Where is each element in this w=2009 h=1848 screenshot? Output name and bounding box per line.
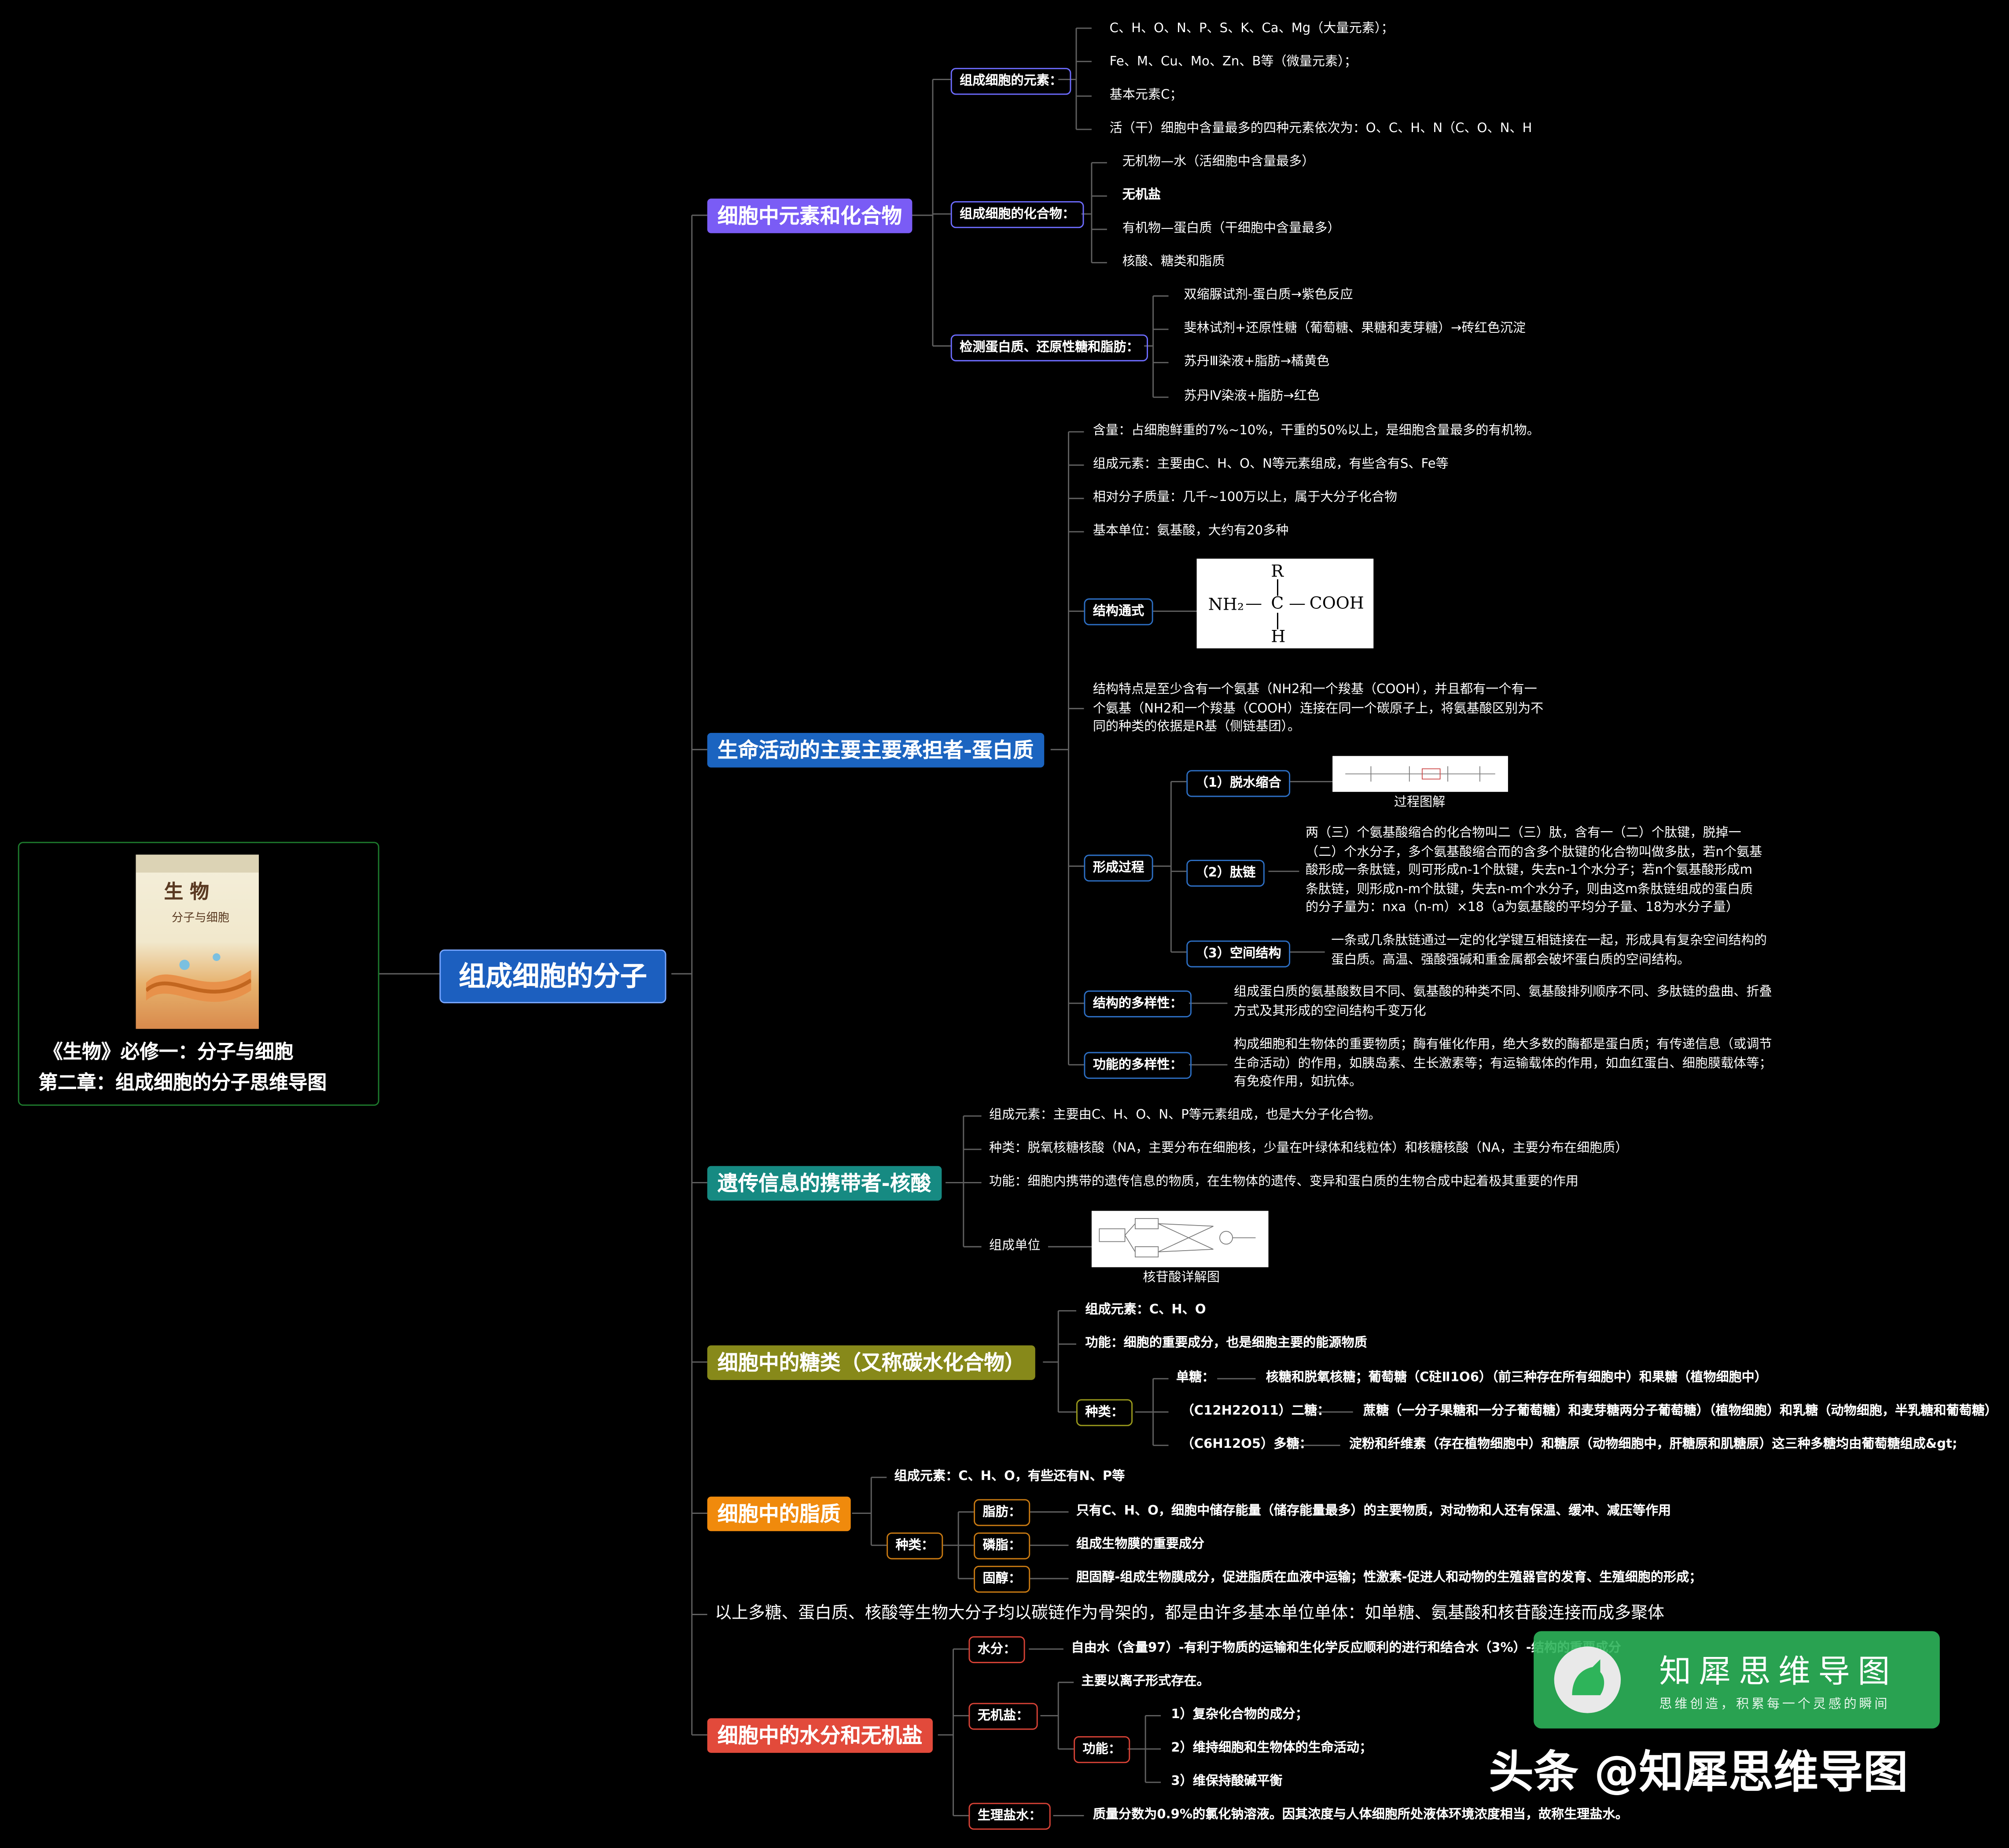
nucleic-item: 种类：脱氧核糖核酸（NA，主要分布在细胞核，少量在叶绿体和线粒体）和核糖核酸（N…: [989, 1141, 1628, 1156]
structure-formula-label[interactable]: 结构通式: [1084, 598, 1153, 626]
branch-lipids[interactable]: 细胞中的脂质: [707, 1496, 851, 1531]
elements-label[interactable]: 组成细胞的元素：: [950, 68, 1071, 95]
element-item: C、H、O、N、P、S、K、Ca、Mg（大量元素）；: [1109, 22, 1394, 36]
protein-item: 含量：占细胞鲜重的7%~10%，干重的50%以上，是细胞含量最多的有机物。: [1093, 424, 1540, 438]
peptide-text: 两（三）个氨基酸缩合的化合物叫二（三）肽，含有一（二）个肽键，脱掉一（二）个水分…: [1306, 826, 1762, 915]
structure-feature-text: 结构特点是至少含有一个氨基（NH2和一个羧基（COOH），并且都有一个有一个氨基…: [1093, 683, 1544, 734]
phospholipid-label[interactable]: 磷脂：: [974, 1532, 1030, 1560]
book-cover-image: 生 物 分子与细胞: [136, 854, 259, 1029]
sugar-function: 功能：细胞的重要成分，也是细胞主要的能源物质: [1085, 1336, 1367, 1351]
detect-label[interactable]: 检测蛋白质、还原性糖和脂肪：: [950, 334, 1148, 361]
salt-function-item: 3）维保持酸碱平衡: [1171, 1774, 1283, 1789]
salt-function-label[interactable]: 功能：: [1074, 1736, 1130, 1763]
compound-item: 核酸、糖类和脂质: [1122, 255, 1225, 269]
watermark-brand: 知犀思维导图: [1659, 1653, 1898, 1690]
peptide-label[interactable]: （2）肽链: [1186, 860, 1265, 887]
branch-nucleic-acid[interactable]: 遗传信息的携带者-核酸: [707, 1166, 942, 1201]
nucleic-item: 功能：细胞内携带的遗传信息的物质，在生物体的遗传、变异和蛋白质的生物合成中起着极…: [989, 1175, 1578, 1189]
salt-function-item: 1）复杂化合物的成分；: [1171, 1708, 1308, 1722]
book-cover-subtitle: 分子与细胞: [172, 912, 230, 925]
function-diversity-label[interactable]: 功能的多样性：: [1084, 1052, 1192, 1079]
formula-h: H: [1271, 628, 1286, 647]
branch-protein[interactable]: 生命活动的主要主要承担者-蛋白质: [707, 733, 1044, 768]
lipid-kind-label[interactable]: 种类：: [887, 1532, 943, 1560]
saline-label[interactable]: 生理盐水：: [968, 1803, 1051, 1830]
sugar-kind-label[interactable]: 种类：: [1076, 1399, 1133, 1426]
dehydration-process-image: [1332, 756, 1508, 792]
diversity-label[interactable]: 结构的多样性：: [1084, 990, 1192, 1018]
book-card: [18, 842, 379, 1106]
compound-item: 无机物—水（活细胞中含量最多）: [1122, 155, 1315, 169]
sterol-text: 胆固醇-组成生物膜成分，促进脂质在血液中运输；性激素-促进人和动物的生殖器官的发…: [1076, 1571, 1702, 1585]
element-item: 基本元素C；: [1109, 88, 1183, 103]
footer-watermark: 头条 @知犀思维导图: [1489, 1748, 1908, 1799]
fat-label[interactable]: 脂肪：: [974, 1499, 1030, 1526]
compound-item: 有机物—蛋白质（干细胞中含量最多）: [1122, 221, 1340, 236]
book-cover-title: 生 物: [164, 880, 210, 904]
element-item: Fe、M、Cu、Mo、Zn、B等（微量元素）；: [1109, 55, 1357, 70]
book-caption-line2: 第二章：组成细胞的分子思维导图: [38, 1071, 327, 1094]
protein-item: 基本单位：氨基酸，大约有20多种: [1093, 524, 1289, 538]
amino-acid-formula: R | NH₂ — C — COOH | H: [1196, 559, 1374, 648]
root-node[interactable]: 组成细胞的分子: [439, 949, 666, 1004]
nucleic-unit-label: 组成单位: [989, 1239, 1041, 1253]
nucleotide-diagram-image: [1091, 1211, 1269, 1267]
salt-function-item: 2）维持细胞和生物体的生命活动；: [1171, 1741, 1372, 1756]
branch-carbohydrates[interactable]: 细胞中的糖类（又称碳水化合物）: [707, 1345, 1035, 1380]
summary-text: 以上多糖、蛋白质、核酸等生物大分子均以碳链作为骨架的，都是由许多基本单位单体：如…: [715, 1604, 1665, 1623]
detect-item: 斐林试剂+还原性糖（葡萄糖、果糖和麦芽糖）→砖红色沉淀: [1184, 321, 1526, 336]
water-label[interactable]: 水分：: [968, 1636, 1025, 1664]
inorganic-salt-label[interactable]: 无机盐：: [968, 1703, 1038, 1730]
salt-form-text: 主要以离子形式存在。: [1081, 1675, 1210, 1689]
nucleic-item: 组成元素：主要由C、H、O、N、P等元素组成，也是大分子化合物。: [989, 1108, 1381, 1123]
phospholipid-text: 组成生物膜的重要成分: [1076, 1537, 1205, 1552]
formula-cooh: COOH: [1309, 594, 1364, 614]
book-caption-line1: 《生物》必修一：分子与细胞: [43, 1040, 294, 1064]
lipid-elements: 组成元素：C、H、O，有些还有N、P等: [894, 1469, 1125, 1484]
monosaccharide-text: 核糖和脱氧核糖；葡萄糖（C砫Ⅱ1O6）（前三种存在所有细胞中）和果糖（植物细胞中…: [1266, 1371, 1767, 1385]
compounds-label[interactable]: 组成细胞的化合物：: [950, 201, 1084, 228]
nucleotide-caption: 核苷酸详解图: [1143, 1271, 1220, 1285]
compound-item: 无机盐: [1122, 188, 1161, 202]
protein-item: 组成元素：主要由C、H、O、N等元素组成，有些含有S、Fe等: [1093, 457, 1449, 472]
watermark-badge: 知犀思维导图 思维创造，积累每一个灵感的瞬间: [1534, 1631, 1940, 1729]
polysaccharide-label: （C6H12O5）多糖：: [1181, 1437, 1312, 1452]
detect-item: 苏丹Ⅳ染液+脂肪→红色: [1184, 389, 1320, 404]
disaccharide-text: 蔗糖（一分子果糖和一分子葡萄糖）和麦芽糖两分子葡萄糖）（植物细胞）和乳糖（动物细…: [1363, 1404, 1998, 1419]
dehydration-label[interactable]: （1）脱水缩合: [1186, 770, 1290, 797]
detect-item: 双缩脲试剂-蛋白质→紫色反应: [1184, 288, 1353, 302]
spatial-text: 一条或几条肽链通过一定的化学键互相链接在一起，形成具有复杂空间结构的蛋白质。高温…: [1331, 934, 1767, 967]
formula-nh2: NH₂: [1208, 596, 1244, 615]
process-caption: 过程图解: [1394, 795, 1446, 810]
fat-text: 只有C、H、O，细胞中储存能量（储存能量最多）的主要物质，对动物和人还有保温、缓…: [1076, 1504, 1671, 1519]
polysaccharide-text: 淀粉和纤维素（存在植物细胞中）和糖原（动物细胞中，肝糖原和肌糖原）这三种多糖均由…: [1349, 1437, 1957, 1452]
spatial-structure-label[interactable]: （3）空间结构: [1186, 940, 1290, 968]
formation-label[interactable]: 形成过程: [1084, 854, 1153, 882]
function-diversity-text: 构成细胞和生物体的重要物质；酶有催化作用，绝大多数的酶都是蛋白质；有传递信息（或…: [1234, 1038, 1772, 1090]
watermark-slogan: 思维创造，积累每一个灵感的瞬间: [1659, 1697, 1890, 1712]
sterol-label[interactable]: 固醇：: [974, 1565, 1030, 1593]
monosaccharide-label: 单糖：: [1176, 1371, 1215, 1385]
formula-r: R: [1271, 562, 1284, 582]
diversity-text: 组成蛋白质的氨基酸数目不同、氨基酸的种类不同、氨基酸排列顺序不同、多肽链的盘曲、…: [1234, 985, 1772, 1018]
disaccharide-label: （C12H22O11）二糖：: [1181, 1404, 1330, 1419]
element-item: 活（干）细胞中含量最多的四种元素依次为：O、C、H、N（C、O、N、H: [1109, 121, 1532, 136]
detect-item: 苏丹Ⅲ染液+脂肪→橘黄色: [1184, 355, 1330, 369]
saline-text: 质量分数为0.9%的氯化钠溶液。因其浓度与人体细胞所处液体环境浓度相当，故称生理…: [1093, 1808, 1628, 1822]
formula-c: C: [1271, 594, 1284, 614]
branch-elements-compounds[interactable]: 细胞中元素和化合物: [707, 199, 913, 233]
water-text: 自由水（含量97）-有利于物质的运输和生化学反应顺利的进行和结合水（3%）-结构…: [1071, 1641, 1621, 1656]
rhino-logo-icon: [1554, 1646, 1621, 1713]
sugar-elements: 组成元素：C、H、O: [1085, 1303, 1206, 1318]
branch-water-salts[interactable]: 细胞中的水分和无机盐: [707, 1718, 933, 1753]
protein-item: 相对分子质量：几千~100万以上，属于大分子化合物: [1093, 490, 1398, 505]
